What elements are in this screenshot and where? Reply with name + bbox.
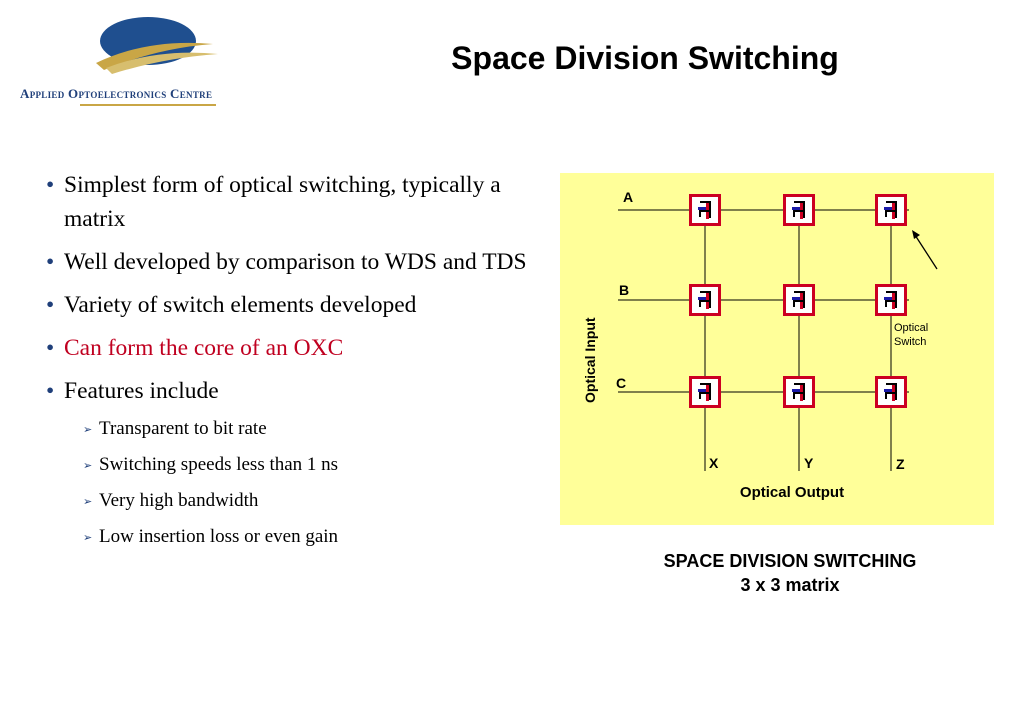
logo-swoosh-icon <box>96 17 218 74</box>
input-label-a: A <box>623 189 633 205</box>
bullet-dot-icon: • <box>46 378 55 404</box>
bullet-list: • Simplest form of optical switching, typ… <box>46 168 546 561</box>
switch-blue-element <box>698 297 707 300</box>
optical-switch-label-2: Switch <box>894 336 926 348</box>
bullet-item: • Features include <box>46 374 546 408</box>
logo-rule <box>80 104 216 106</box>
sub-bullet-text: Low insertion loss or even gain <box>99 526 339 547</box>
output-label-z: Z <box>896 456 905 472</box>
bullet-item-highlight: • Can form the core of an OXC <box>46 331 546 365</box>
sub-bullet-item: ➢ Low insertion loss or even gain <box>46 525 546 549</box>
bullet-text: Simplest form of optical switching, typi… <box>64 172 501 232</box>
pointer-arrow-head <box>912 230 920 239</box>
sub-bullet-text: Switching speeds less than 1 ns <box>99 454 339 475</box>
arrow-bullet-icon: ➢ <box>83 532 93 544</box>
matrix-lines <box>618 194 909 471</box>
sub-bullet-text: Very high bandwidth <box>99 490 259 511</box>
bullet-dot-icon: • <box>46 335 55 361</box>
sub-bullet-item: ➢ Transparent to bit rate <box>46 417 546 441</box>
bullet-dot-icon: • <box>46 249 55 275</box>
arrow-bullet-icon: ➢ <box>83 496 93 508</box>
switch-blue-element <box>884 297 893 300</box>
page-title: Space Division Switching <box>451 40 839 76</box>
switch-frame <box>689 194 721 226</box>
optical-switch-element <box>875 284 907 316</box>
optical-switch-element <box>783 376 815 408</box>
caption-line-2: 3 x 3 matrix <box>740 575 840 595</box>
sub-bullet-item: ➢ Switching speeds less than 1 ns <box>46 453 546 477</box>
caption-line-1: SPACE DIVISION SWITCHING <box>663 551 917 571</box>
bullet-text: Can form the core of an OXC <box>64 335 344 361</box>
bullet-text: Variety of switch elements developed <box>64 292 417 318</box>
arrow-bullet-icon: ➢ <box>83 424 93 436</box>
arrow-bullet-icon: ➢ <box>83 460 93 472</box>
logo: Applied Optoelectronics Centre <box>8 8 288 106</box>
optical-switch-label: Optical <box>894 322 928 334</box>
switch-blue-element <box>698 389 707 392</box>
optical-input-label: Optical Input <box>582 317 598 403</box>
bullet-item: • Variety of switch elements developed <box>46 288 546 322</box>
switch-blue-element <box>884 389 893 392</box>
optical-switch-element <box>875 376 907 408</box>
input-label-c: C <box>616 375 626 391</box>
diagram-caption: SPACE DIVISION SWITCHING 3 x 3 matrix <box>600 549 980 597</box>
optical-switch-element <box>689 194 721 226</box>
optical-switch-element <box>689 376 721 408</box>
switch-blue-element <box>884 207 893 210</box>
bullet-dot-icon: • <box>46 292 55 318</box>
optical-switch-element <box>689 284 721 316</box>
output-label-x: X <box>709 455 719 471</box>
input-label-b: B <box>619 282 629 298</box>
bullet-item: • Simplest form of optical switching, typ… <box>46 168 546 236</box>
switch-blue-element <box>792 297 801 300</box>
optical-switch-element <box>783 194 815 226</box>
output-label-y: Y <box>804 455 814 471</box>
diagram-panel: A B C X Y Z Optical Input Optical Output… <box>560 173 994 525</box>
pointer-arrow-line <box>914 234 938 270</box>
logo-org-name: Applied Optoelectronics Centre <box>20 86 213 101</box>
bullet-text: Well developed by comparison to WDS and … <box>64 249 527 275</box>
switch-elements <box>689 194 907 408</box>
optical-switch-element <box>875 194 907 226</box>
optical-switch-element <box>783 284 815 316</box>
switch-blue-element <box>792 389 801 392</box>
optical-output-label: Optical Output <box>740 484 844 501</box>
bullet-text: Features include <box>64 378 219 404</box>
bullet-dot-icon: • <box>46 172 55 198</box>
sub-bullet-item: ➢ Very high bandwidth <box>46 489 546 513</box>
switch-matrix-diagram: A B C X Y Z Optical Input Optical Output… <box>582 189 938 501</box>
bullet-item: • Well developed by comparison to WDS and… <box>46 245 546 279</box>
sub-bullet-text: Transparent to bit rate <box>99 418 267 439</box>
switch-blue-element <box>698 207 707 210</box>
switch-blue-element <box>792 207 801 210</box>
